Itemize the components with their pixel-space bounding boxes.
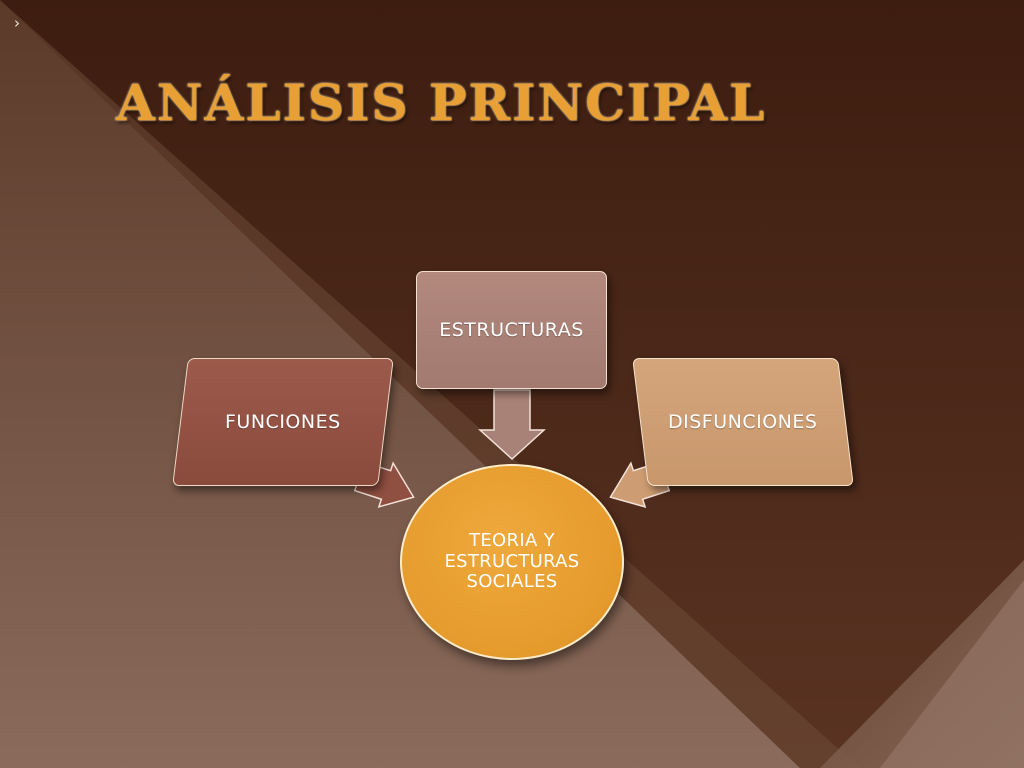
center-node: TEORIA Y ESTRUCTURAS SOCIALES	[400, 464, 624, 660]
node-estructuras: ESTRUCTURAS	[416, 271, 607, 389]
node-funciones: FUNCIONES	[172, 358, 394, 486]
center-node-label: TEORIA Y ESTRUCTURAS SOCIALES	[444, 529, 580, 593]
slide-title: Análisis principal	[116, 73, 767, 132]
node-estructuras-label: ESTRUCTURAS	[439, 319, 584, 341]
chevron-right-icon: ›	[14, 14, 20, 32]
node-disfunciones-label: DISFUNCIONES	[668, 411, 818, 433]
node-funciones-label: FUNCIONES	[225, 411, 341, 433]
node-disfunciones: DISFUNCIONES	[632, 358, 854, 486]
